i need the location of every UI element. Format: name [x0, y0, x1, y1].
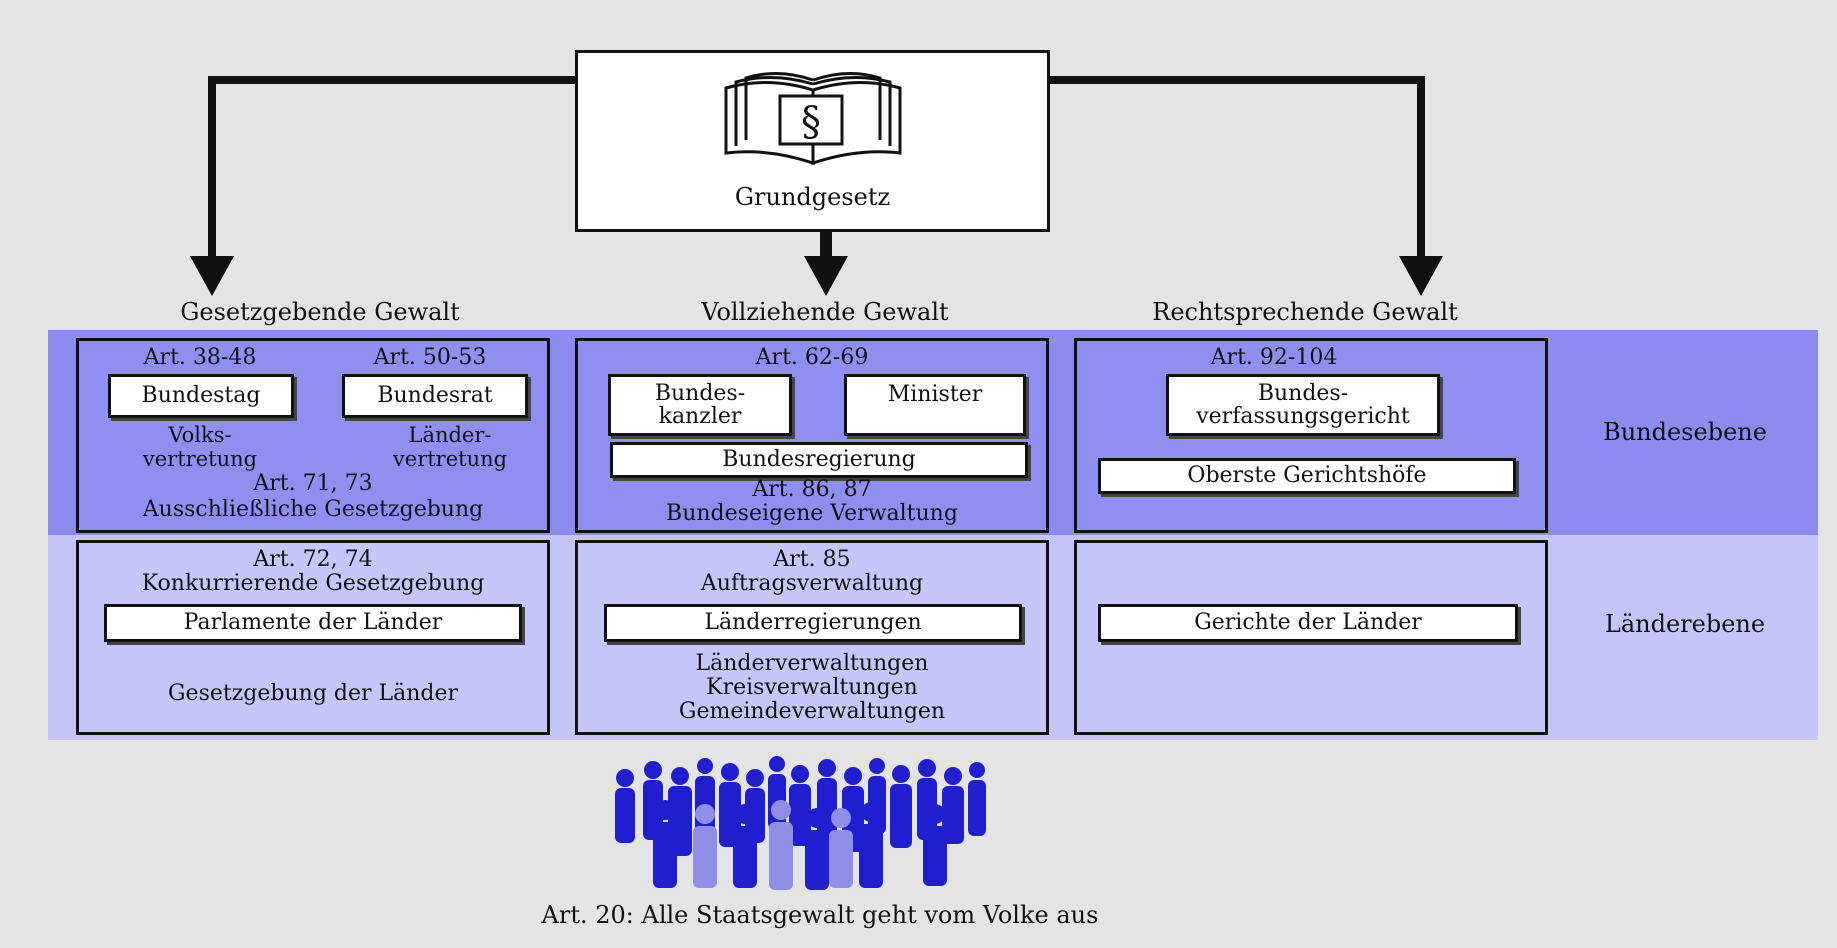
laenderregierungen-box: Länderregierungen	[604, 604, 1022, 642]
crowd-people-icon	[615, 756, 986, 890]
bundeskanzler-line2: kanzler	[658, 404, 742, 429]
bundesregierung-box: Bundesregierung	[610, 442, 1028, 478]
grundgesetz-box: § Grundgesetz	[575, 50, 1050, 232]
heading-legislative: Gesetzgebende Gewalt	[180, 298, 460, 326]
art-62-69: Art. 62-69	[755, 345, 869, 370]
laendervertretung-line1: Länder-	[408, 423, 492, 447]
bvg-line1: Bundes-	[1257, 380, 1349, 406]
laenderverwaltungen: Länderverwaltungen	[695, 651, 929, 676]
auftragsverwaltung: Auftragsverwaltung	[700, 571, 924, 596]
art-38-48: Art. 38-48	[143, 345, 257, 370]
gemeindeverwaltungen: Gemeindeverwaltungen	[678, 699, 946, 724]
art-71-73: Art. 71, 73	[253, 471, 373, 496]
level-label-federal: Bundesebene	[1603, 418, 1767, 446]
volksvertretung-line2: vertretung	[142, 447, 258, 471]
heading-executive: Vollziehende Gewalt	[701, 298, 949, 326]
level-label-state: Länderebene	[1604, 610, 1766, 638]
paragraph-book-icon: §	[724, 71, 902, 166]
art-72-74: Art. 72, 74	[253, 547, 373, 572]
bundeseigene-verwaltung: Bundeseigene Verwaltung	[666, 501, 958, 526]
minister-box: Minister	[844, 374, 1026, 436]
heading-judicial: Rechtsprechende Gewalt	[1152, 298, 1458, 326]
panel-federal-legislative	[76, 338, 550, 533]
footer-caption: Art. 20: Alle Staatsgewalt geht vom Volk…	[541, 901, 1099, 929]
gerichte-der-laender-box: Gerichte der Länder	[1098, 604, 1518, 642]
art-86-87: Art. 86, 87	[752, 477, 872, 502]
art-50-53: Art. 50-53	[373, 345, 487, 370]
ausschliessliche-gesetzgebung: Ausschließliche Gesetzgebung	[142, 497, 484, 522]
konkurrierende-gesetzgebung: Konkurrierende Gesetzgebung	[141, 571, 485, 596]
bvg-line2: verfassungsgericht	[1196, 404, 1410, 429]
art-92-104: Art. 92-104	[1210, 345, 1338, 370]
art-85: Art. 85	[773, 547, 851, 572]
volksvertretung-line1: Volks-	[168, 423, 232, 447]
laendervertretung-line2: vertretung	[392, 447, 508, 471]
bundestag-box: Bundestag	[108, 374, 294, 418]
oberste-gerichtshoefe-box: Oberste Gerichtshöfe	[1098, 458, 1516, 494]
grundgesetz-label: Grundgesetz	[734, 183, 891, 211]
svg-text:§: §	[801, 99, 821, 145]
bundeskanzler-line1: Bundes-	[654, 380, 746, 406]
bundesverfassungsgericht-box: Bundes- verfassungsgericht	[1166, 374, 1440, 436]
parlamente-der-laender-box: Parlamente der Länder	[104, 604, 522, 642]
gesetzgebung-der-laender: Gesetzgebung der Länder	[167, 681, 459, 706]
bundesrat-box: Bundesrat	[342, 374, 528, 418]
kreisverwaltungen: Kreisverwaltungen	[706, 675, 918, 700]
bundeskanzler-box: Bundes- kanzler	[608, 374, 792, 436]
